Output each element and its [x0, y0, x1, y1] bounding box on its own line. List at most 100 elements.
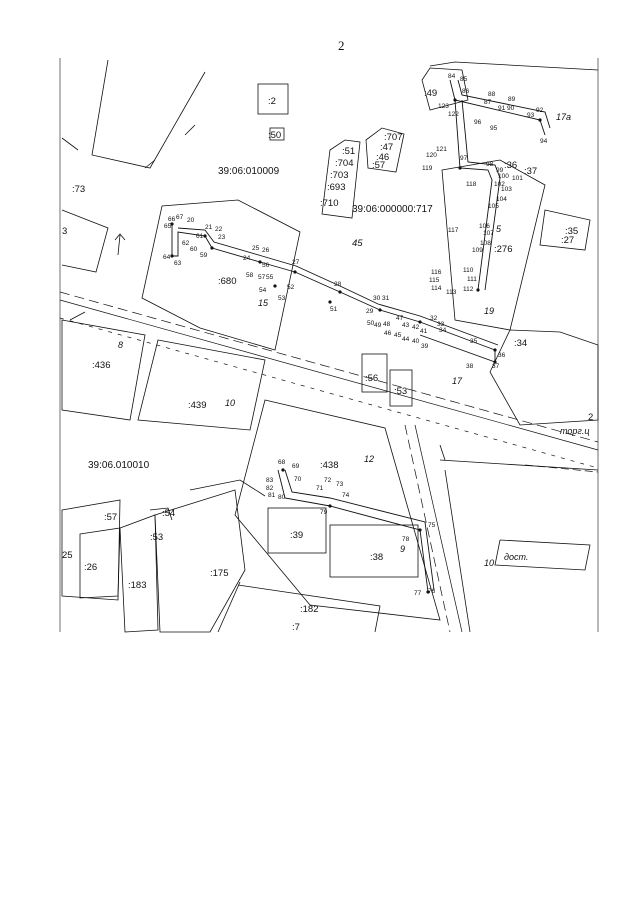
point-label: 58	[246, 272, 254, 279]
parcel-label: :53	[150, 532, 163, 543]
house-number: торг.ц	[560, 426, 590, 436]
point-label: 22	[215, 226, 223, 233]
house-number: 15	[258, 298, 269, 308]
point-label: 61	[196, 233, 204, 240]
point-label: 82	[266, 485, 274, 492]
house-number: 17	[452, 376, 463, 386]
point-label: 73	[336, 481, 344, 488]
point-label: 72	[324, 477, 332, 484]
parcel-label: :39	[290, 530, 303, 541]
point-label: 97	[460, 155, 468, 162]
point-label: 31	[382, 295, 390, 302]
point-label: 33	[437, 321, 445, 328]
quarter-label-3: 39:06.010010	[88, 460, 150, 471]
quarter-label-2: 39:06:000000:717	[352, 204, 433, 215]
parcel-label: 45	[352, 238, 363, 249]
point-label: 79	[320, 509, 328, 516]
parcel-label: :35	[565, 226, 578, 237]
house-numbers: 15 19 8 10 17 12 17a 5 9 10 торг.ц дост.	[118, 112, 590, 568]
point-label: 35	[470, 338, 478, 345]
point-label: 49	[374, 322, 382, 329]
point-label: 62	[182, 240, 190, 247]
point-label: 71	[316, 485, 324, 492]
parcel-label: :56	[365, 373, 378, 384]
point-label: 115	[429, 277, 440, 284]
utility-route	[171, 79, 551, 593]
point-label: 46	[384, 330, 392, 337]
parcel-label: :693	[327, 182, 346, 193]
point-label: 63	[174, 260, 182, 267]
point-label: 88	[488, 91, 496, 98]
parcel-label: :26	[84, 562, 97, 573]
point-label: 116	[431, 269, 442, 276]
point-label: 57	[258, 274, 266, 281]
point-label: 43	[402, 322, 410, 329]
point-label: 41	[420, 328, 428, 335]
point-label: 86	[462, 88, 470, 95]
point-label: 122	[448, 111, 459, 118]
parcel-label: 3	[62, 226, 67, 237]
parcel-label: :703	[330, 170, 349, 181]
point-label: 105	[488, 203, 499, 210]
point-label: 83	[266, 477, 274, 484]
point-label: 55	[266, 274, 274, 281]
point-label: 104	[496, 196, 507, 203]
parcel-label: :182	[300, 604, 319, 615]
point-label: 56	[262, 262, 270, 269]
point-label: 101	[512, 175, 523, 182]
parcel-label: :57	[104, 512, 117, 523]
point-label: 48	[383, 321, 391, 328]
point-label: 119	[422, 165, 433, 172]
point-label: 95	[490, 125, 498, 132]
point-label: 113	[446, 289, 457, 296]
point-label: 106	[479, 223, 490, 230]
point-label: 84	[448, 73, 456, 80]
point-label: 117	[448, 227, 459, 234]
point-label: 21	[205, 224, 213, 231]
point-label: 65	[164, 223, 172, 230]
point-label: 110	[463, 267, 474, 274]
house-number: 8	[118, 340, 123, 350]
point-label: 47	[396, 315, 404, 322]
parcel-label: :438	[320, 460, 339, 471]
page-number: 2	[338, 38, 345, 53]
parcel-label: :54	[162, 508, 175, 519]
point-label: 94	[540, 138, 548, 145]
point-label: 30	[373, 295, 381, 302]
point-label: 32	[430, 315, 438, 322]
point-label: 64	[163, 254, 171, 261]
point-label: 92	[536, 107, 544, 114]
parcel-label: :436	[92, 360, 111, 371]
house-number: дост.	[504, 552, 528, 562]
point-label: 99	[496, 167, 504, 174]
point-label: 54	[259, 287, 267, 294]
parcel-label: 2	[588, 412, 593, 423]
point-label: 66	[168, 216, 176, 223]
point-label: 39	[421, 343, 429, 350]
point-label: 78	[402, 536, 410, 543]
point-label: 80	[278, 494, 286, 501]
point-label: 81	[268, 492, 276, 499]
parcel-label: :50	[268, 130, 281, 141]
house-number: 10	[484, 558, 494, 568]
point-label: 121	[436, 146, 447, 153]
point-label: 103	[501, 186, 512, 193]
point-label: 90	[507, 105, 515, 112]
point-label: 40	[412, 338, 420, 345]
point-label: 111	[467, 276, 477, 283]
point-label: 114	[431, 285, 442, 292]
parcel-label: :47	[380, 142, 393, 153]
parcel-label: :34	[514, 338, 527, 349]
point-label: 45	[394, 332, 402, 339]
parcel-label: :73	[72, 184, 85, 195]
map-markers	[61, 124, 446, 461]
parcel-label: :57	[372, 160, 385, 171]
point-label: 37	[492, 363, 500, 370]
point-label: 93	[527, 112, 535, 119]
point-label: 100	[498, 173, 509, 180]
point-label: 102	[494, 181, 505, 188]
parcel-label: :710	[320, 198, 339, 209]
point-label: 68	[278, 459, 286, 466]
parcel-label: :27	[561, 235, 574, 246]
point-label: 67	[176, 214, 184, 221]
